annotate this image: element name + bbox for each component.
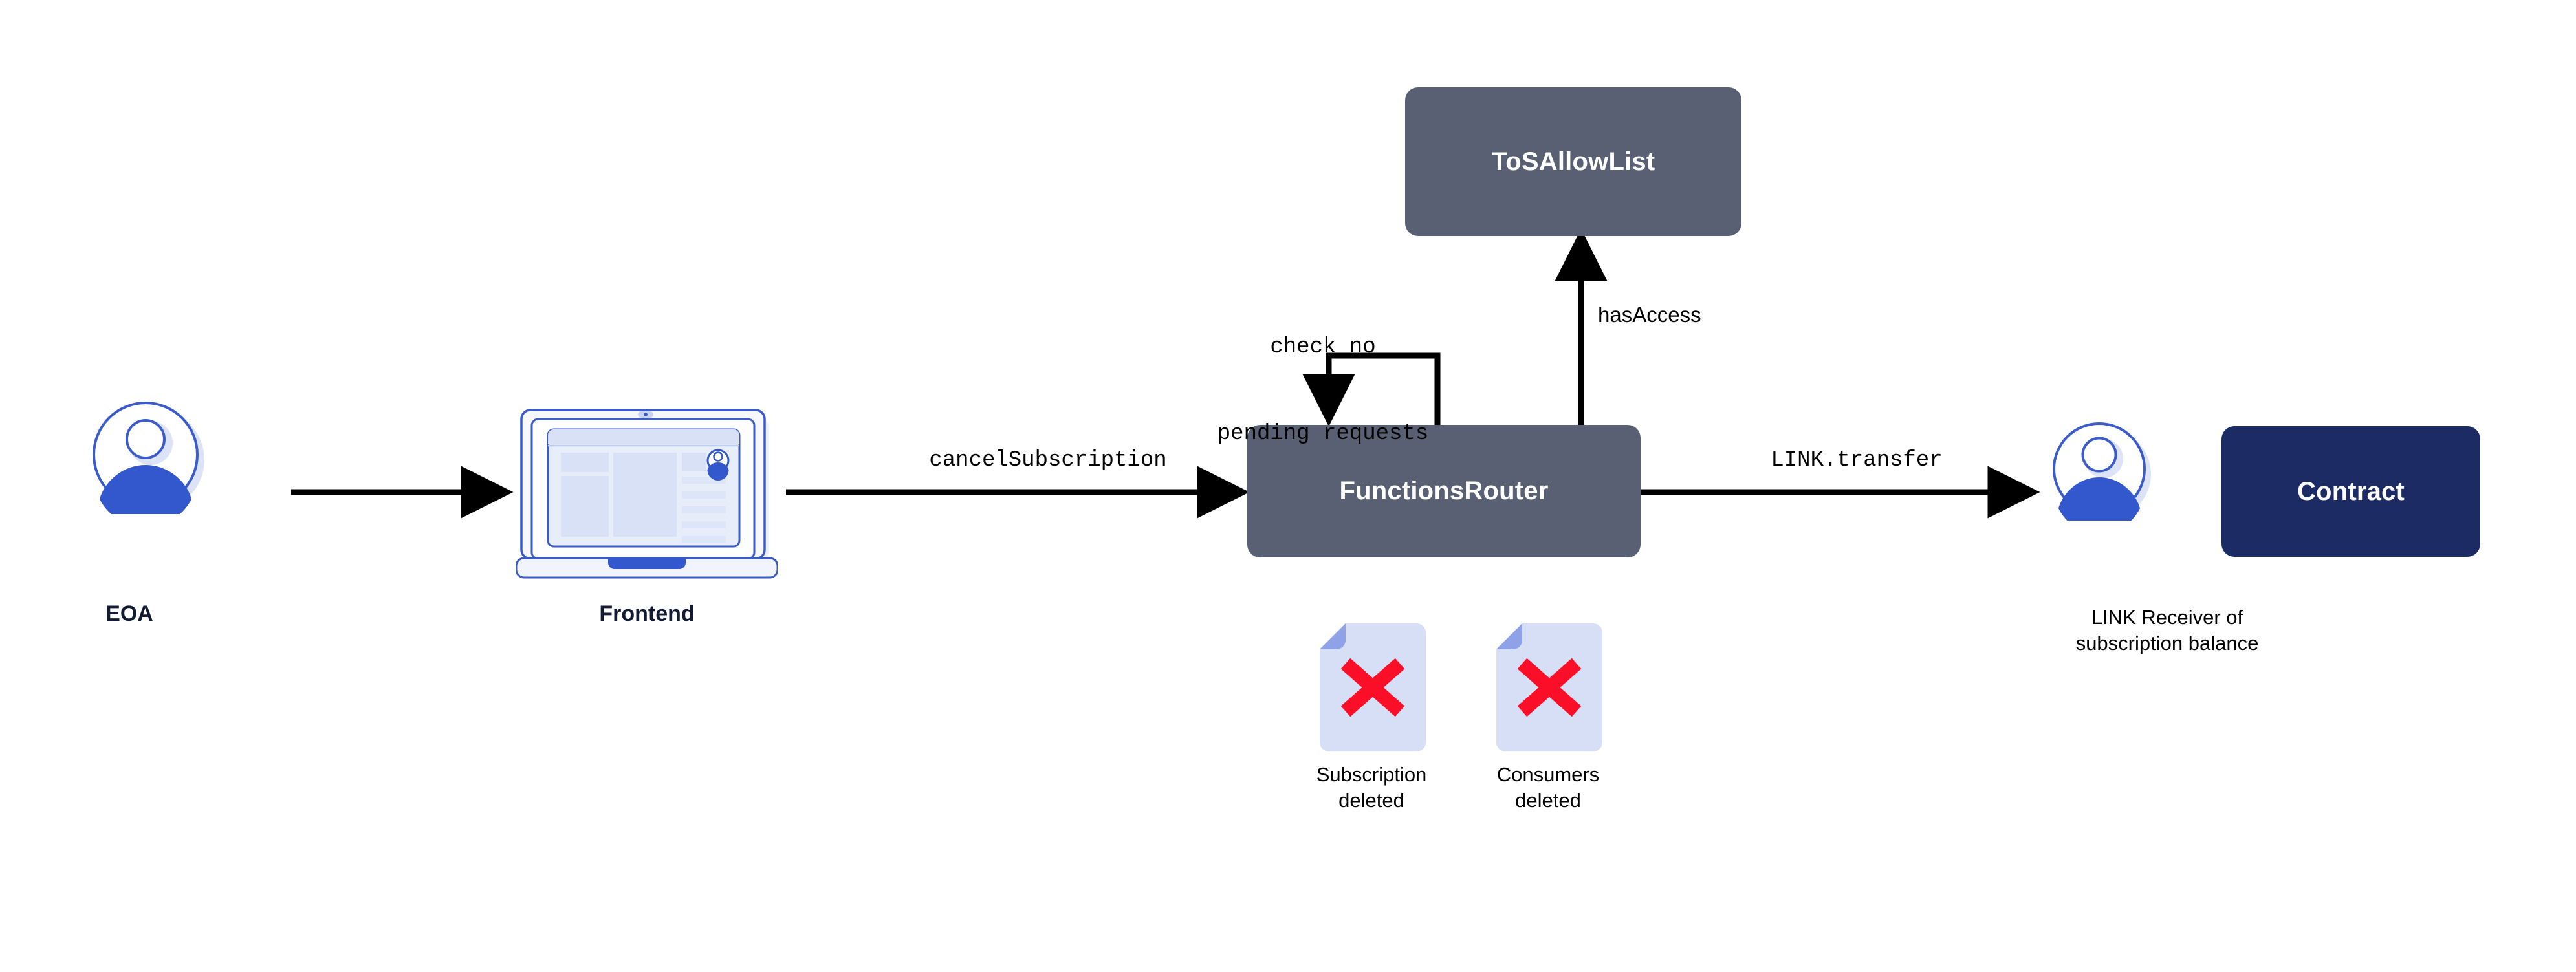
- node-contract[interactable]: Contract: [2221, 426, 2480, 557]
- artifact-caption-line2: deleted: [1338, 788, 1404, 812]
- frontend-label: Frontend: [599, 601, 695, 626]
- link-receiver-caption-line2: subscription balance: [2075, 631, 2259, 654]
- artifact-caption-subscription: Subscription deleted: [1274, 762, 1468, 813]
- artifact-caption-line1: Consumers: [1496, 763, 1600, 786]
- artifact-caption-line1: Subscription: [1316, 763, 1427, 786]
- artifact-caption-consumers: Consumers deleted: [1451, 762, 1645, 813]
- document-deleted-icon: [1496, 623, 1602, 751]
- user-avatar-icon: [2053, 422, 2151, 521]
- laptop-icon: [516, 409, 778, 579]
- edge-label-hasaccess: hasAccess: [1598, 303, 1701, 327]
- node-functionsrouter[interactable]: FunctionsRouter: [1247, 425, 1641, 557]
- artifact-caption-line2: deleted: [1515, 788, 1581, 812]
- node-tosallowlist[interactable]: ToSAllowList: [1405, 87, 1741, 236]
- user-avatar-icon: [93, 402, 204, 514]
- node-tosallowlist-label: ToSAllowList: [1491, 147, 1655, 176]
- node-functionsrouter-label: FunctionsRouter: [1339, 477, 1549, 505]
- edge-label-self-loop-line2: pending requests: [1217, 422, 1429, 447]
- eoa-label: EOA: [105, 601, 153, 626]
- edge-router-self-loop: [1302, 352, 1441, 427]
- edge-label-self-loop: check no pending requests: [1161, 275, 1485, 507]
- link-receiver-caption-line1: LINK Receiver of: [2091, 606, 2243, 629]
- node-contract-label: Contract: [2297, 477, 2405, 506]
- edge-label-linktransfer: LINK.transfer: [1771, 448, 1943, 473]
- link-receiver-caption: LINK Receiver of subscription balance: [2018, 605, 2316, 656]
- edge-label-self-loop-line1: check no: [1270, 334, 1376, 360]
- edge-label-cancelsubscription: cancelSubscription: [929, 448, 1167, 473]
- document-deleted-icon: [1320, 623, 1426, 751]
